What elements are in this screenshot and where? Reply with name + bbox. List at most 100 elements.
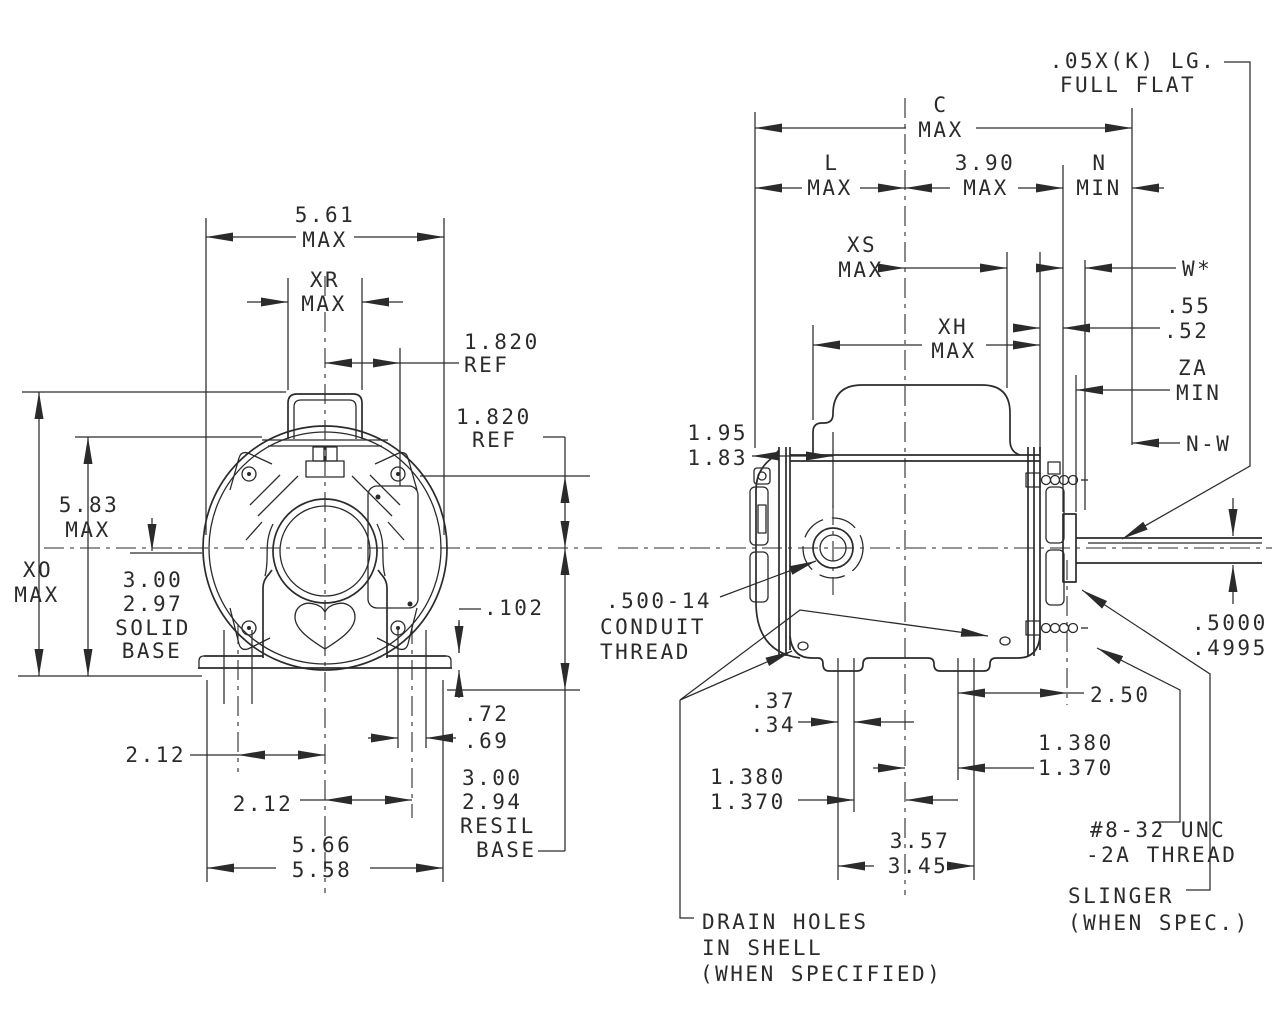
- svg-text:5.66: 5.66: [292, 833, 353, 857]
- full-flat-leader: [1121, 61, 1251, 540]
- drain-bracket: [679, 700, 694, 919]
- hub-clamp: [245, 446, 405, 541]
- svg-text:C: C: [933, 93, 948, 117]
- svg-text:MAX: MAX: [302, 228, 347, 252]
- svg-text:#8-32 UNC: #8-32 UNC: [1090, 818, 1226, 842]
- svg-text:.500-14: .500-14: [606, 589, 712, 613]
- svg-text:.4995: .4995: [1192, 636, 1268, 660]
- conduit-box-hump: [812, 384, 1021, 456]
- base-cutout: [294, 602, 356, 650]
- svg-text:MAX: MAX: [301, 292, 346, 316]
- right-end-bell: [1025, 461, 1088, 636]
- terminal-panel: [367, 485, 419, 609]
- svg-text:5.61: 5.61: [295, 203, 356, 227]
- svg-text:MAX: MAX: [14, 583, 59, 607]
- svg-text:XO: XO: [23, 558, 53, 582]
- svg-text:1.83: 1.83: [687, 446, 748, 470]
- svg-text:MAX: MAX: [963, 176, 1008, 200]
- dim-shaft-dia: .5000 .4995: [1192, 611, 1268, 660]
- svg-text:.37: .37: [751, 689, 796, 713]
- svg-text:.5000: .5000: [1192, 611, 1268, 635]
- svg-text:-2A THREAD: -2A THREAD: [1086, 843, 1237, 867]
- stud-bottom: [1025, 620, 1088, 636]
- svg-text:1.820: 1.820: [456, 405, 532, 429]
- svg-text:2.12: 2.12: [233, 792, 294, 816]
- dim-za-min: ZA MIN: [1176, 356, 1221, 405]
- note-stud-thread: #8-32 UNC -2A THREAD: [1086, 818, 1237, 867]
- svg-text:MAX: MAX: [838, 258, 883, 282]
- dim-bolt-span: 3.57 3.45: [888, 829, 949, 878]
- drain-leader-right: [679, 609, 989, 701]
- dim-xh-max: XH MAX: [931, 315, 976, 363]
- svg-text:XH: XH: [938, 315, 968, 339]
- hub-bore-outer: [272, 498, 378, 604]
- svg-text:MIN: MIN: [1076, 176, 1121, 200]
- svg-text:2.94: 2.94: [462, 790, 523, 814]
- note-slinger: SLINGER (WHEN SPEC.): [1068, 884, 1250, 935]
- svg-text:XS: XS: [847, 233, 877, 257]
- drain-leader-left: [679, 650, 793, 701]
- dim-slot-37: .37 .34: [751, 689, 796, 737]
- motor-shell-outer: [202, 425, 448, 671]
- note-key-flat: .05X(K) LG. FULL FLAT: [1050, 49, 1214, 97]
- stud-top: [1025, 472, 1088, 488]
- svg-text:MAX: MAX: [65, 518, 110, 542]
- svg-text:CONDUIT: CONDUIT: [600, 615, 706, 639]
- front-dimension-lines: [34, 232, 570, 873]
- dim-flat-len: .55 .52: [1164, 294, 1209, 343]
- dim-xr-max: XR MAX: [301, 268, 346, 316]
- mounting-feet: [198, 624, 452, 818]
- svg-text:1.370: 1.370: [710, 790, 786, 814]
- dim-resil-base: 3.00 2.94 RESIL BASE: [460, 766, 537, 862]
- conduit-leader: [719, 560, 817, 598]
- dim-250: 2.50: [1090, 683, 1148, 707]
- motor-shell-inner: [208, 431, 442, 665]
- svg-text:(WHEN SPEC.): (WHEN SPEC.): [1068, 911, 1250, 935]
- side-leaders: [679, 61, 1251, 919]
- motor-body: [778, 384, 1041, 672]
- svg-text:3.45: 3.45: [888, 854, 949, 878]
- svg-text:XR: XR: [310, 268, 340, 292]
- slinger-leader: [1081, 589, 1211, 891]
- svg-text:MAX: MAX: [931, 339, 976, 363]
- svg-text:MAX: MAX: [807, 176, 852, 200]
- svg-text:FULL FLAT: FULL FLAT: [1060, 73, 1196, 97]
- svg-text:BASE: BASE: [476, 838, 537, 862]
- note-drain-holes: DRAIN HOLES IN SHELL (WHEN SPECIFIED): [700, 910, 942, 986]
- svg-text:1.380: 1.380: [1038, 731, 1114, 755]
- side-dimension-lines: [752, 123, 1238, 871]
- shaft-shoulder: [1062, 513, 1077, 583]
- svg-text:.69: .69: [464, 729, 509, 753]
- dim-solid-base: 3.00 2.97 SOLID BASE: [115, 568, 188, 663]
- dim-390-max: 3.90 MAX: [955, 151, 1016, 200]
- left-end-bell: [749, 449, 801, 659]
- svg-text:THREAD: THREAD: [600, 640, 691, 664]
- svg-text:.72: .72: [464, 702, 509, 726]
- hub-bore-inner: [279, 505, 371, 597]
- svg-text:5.83: 5.83: [59, 493, 120, 517]
- svg-text:REF: REF: [472, 428, 517, 452]
- svg-text:1.370: 1.370: [1038, 756, 1114, 780]
- svg-text:.34: .34: [751, 713, 796, 737]
- svg-text:DRAIN HOLES: DRAIN HOLES: [702, 910, 869, 934]
- dim-l-max: L MAX: [807, 151, 852, 200]
- dim-w-star: W*: [1182, 257, 1210, 281]
- svg-text:5.58: 5.58: [292, 858, 353, 882]
- dim-height-max: 5.83 MAX: [59, 493, 120, 542]
- svg-text:2.97: 2.97: [123, 592, 184, 616]
- svg-text:L: L: [824, 151, 839, 175]
- dim-xs-max: XS MAX: [838, 233, 883, 282]
- svg-text:(WHEN SPECIFIED): (WHEN SPECIFIED): [700, 962, 942, 986]
- shaft: [1076, 537, 1262, 564]
- top-boss: [262, 393, 388, 447]
- dim-pad-thickness: .102: [484, 596, 545, 620]
- svg-text:MIN: MIN: [1176, 381, 1221, 405]
- svg-text:REF: REF: [464, 353, 509, 377]
- dim-xo-max: XO MAX: [14, 558, 59, 607]
- front-extension-lines: [18, 218, 590, 882]
- svg-text:3.90: 3.90: [955, 151, 1016, 175]
- svg-text:1.380: 1.380: [710, 765, 786, 789]
- svg-text:.102: .102: [484, 596, 545, 620]
- dim-bolt-right: 1.380 1.370: [1038, 731, 1114, 780]
